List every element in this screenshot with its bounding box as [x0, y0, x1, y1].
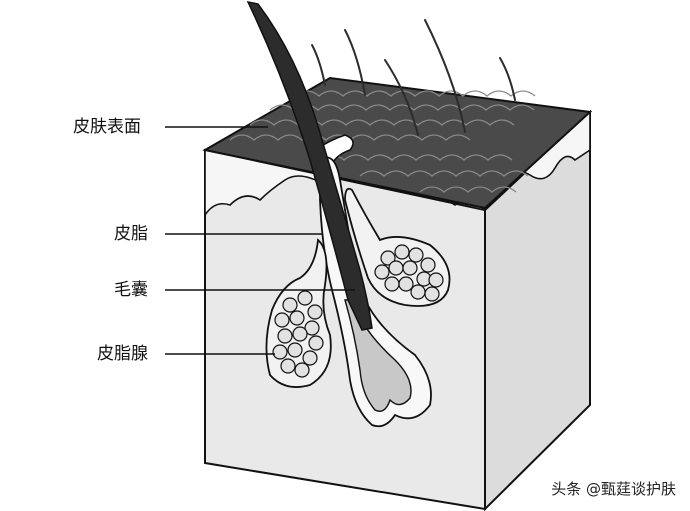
gland-cells-left	[272, 290, 324, 378]
label-sebum: 皮脂	[114, 224, 148, 244]
hair-shaft	[246, 0, 373, 331]
watermark: 头条 @甄莛谈护肤	[551, 480, 676, 498]
label-skin-surface: 皮肤表面	[73, 117, 141, 137]
label-hair-follicle: 毛囊	[114, 280, 148, 300]
label-sebaceous-gland: 皮脂腺	[97, 344, 148, 364]
leader-lines	[165, 126, 355, 355]
gland-cells-right	[374, 244, 444, 302]
fine-hairs	[311, 19, 516, 136]
skin-scale-pattern	[229, 90, 536, 193]
